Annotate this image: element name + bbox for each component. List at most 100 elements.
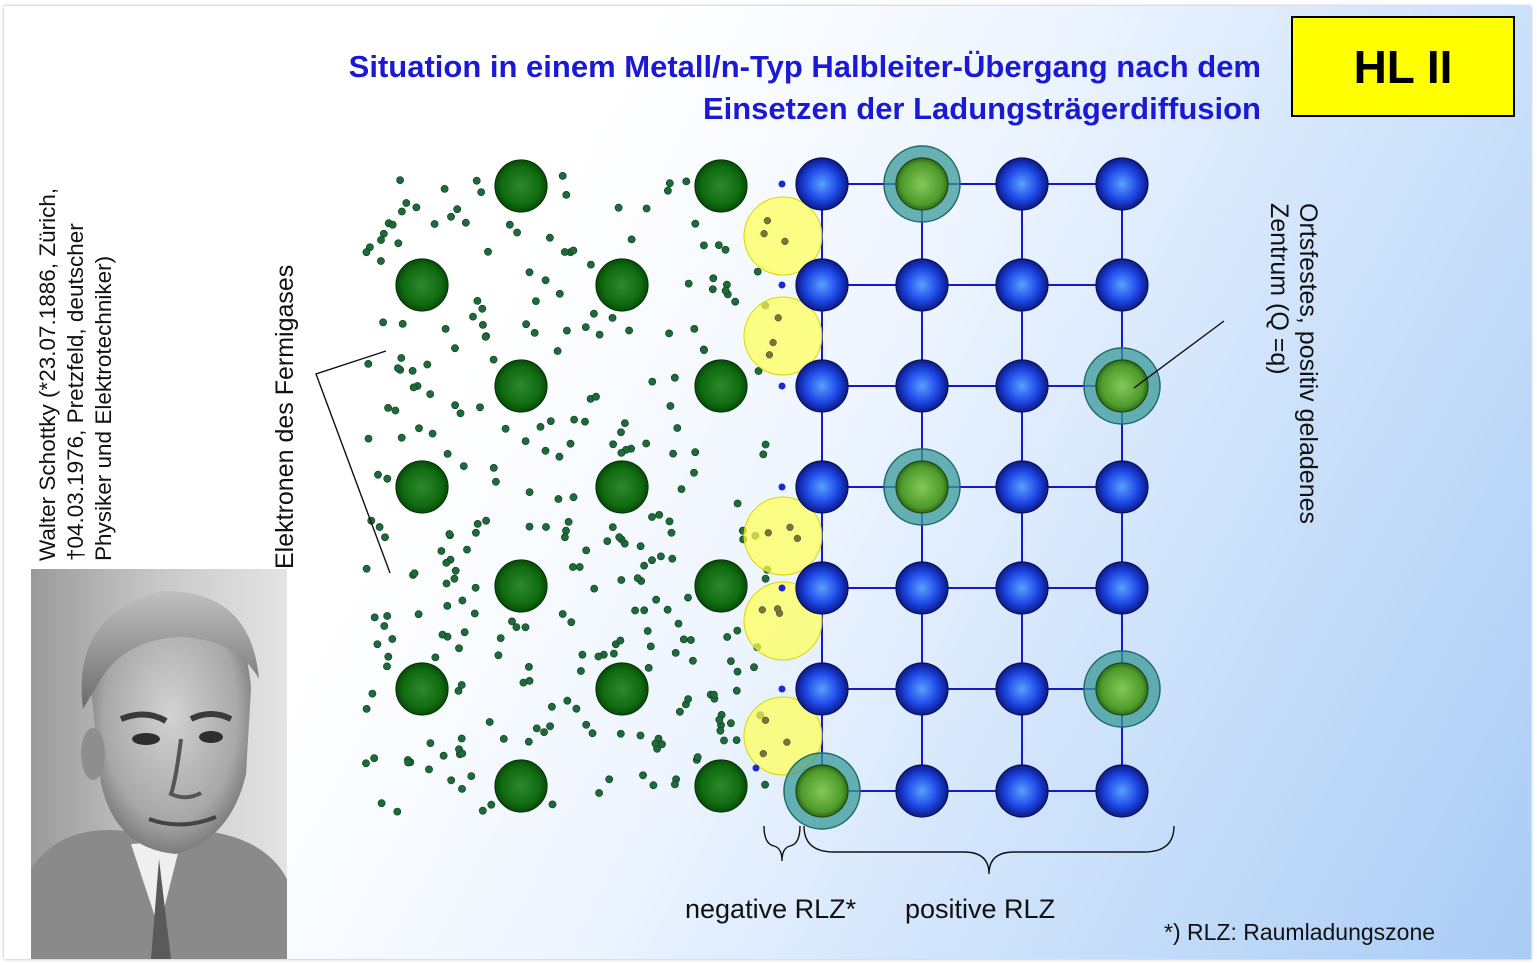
fermi-electron xyxy=(639,771,647,780)
fermi-electron xyxy=(750,663,758,672)
fermi-electron xyxy=(609,440,617,449)
fermi-electron xyxy=(721,245,730,254)
fermi-electron xyxy=(458,749,467,758)
fermi-electron xyxy=(708,285,717,294)
ionized-donor xyxy=(795,764,849,818)
fermi-electron xyxy=(396,176,404,184)
fermi-electron xyxy=(723,633,732,641)
fermi-electron xyxy=(581,323,590,331)
metal-ion xyxy=(395,258,449,312)
fermi-electron xyxy=(658,740,666,749)
semiconductor-atom xyxy=(795,359,849,413)
fermi-electron xyxy=(684,279,693,288)
fermi-electron xyxy=(655,510,664,519)
fermi-electron xyxy=(451,566,460,575)
fermi-electron xyxy=(676,707,684,716)
fermi-electron xyxy=(614,203,623,212)
fermi-electron xyxy=(383,474,392,483)
semiconductor-atom xyxy=(995,359,1049,413)
fermi-electron xyxy=(646,642,655,651)
fermi-electron xyxy=(732,686,741,695)
semiconductor-atom xyxy=(895,258,949,312)
fermi-electron xyxy=(691,448,700,457)
fermi-electron xyxy=(716,726,725,735)
trapped-electron xyxy=(769,338,777,347)
fermi-electron xyxy=(562,190,571,199)
metal-ion xyxy=(395,662,449,716)
fermi-electron xyxy=(714,241,723,249)
fermi-electron xyxy=(388,220,397,229)
fermi-electron xyxy=(649,781,658,790)
fermi-electron xyxy=(409,383,418,392)
fermi-electron xyxy=(532,297,540,305)
fermi-electron xyxy=(721,286,730,295)
fermi-electron xyxy=(674,619,683,628)
fermi-electron xyxy=(642,439,651,448)
fermi-electron xyxy=(489,355,498,364)
metal-ion xyxy=(694,359,748,413)
fermi-electron xyxy=(380,622,389,630)
fermi-electron xyxy=(733,499,742,508)
fermi-electron xyxy=(362,564,371,573)
semiconductor-atom xyxy=(1095,764,1149,818)
fermi-electron xyxy=(640,606,649,615)
fermi-electron xyxy=(727,657,735,665)
semiconductor-atom xyxy=(995,662,1049,716)
fermi-electron xyxy=(437,547,446,555)
fermi-electron xyxy=(525,268,534,277)
fermi-electron xyxy=(664,186,672,195)
fermi-electron xyxy=(513,228,521,237)
semiconductor-atom xyxy=(895,662,949,716)
fermi-electron xyxy=(615,533,624,542)
semiconductor-atom xyxy=(1095,157,1149,211)
fermi-electron xyxy=(558,610,567,618)
fermi-electron xyxy=(370,613,379,622)
fermi-electron xyxy=(648,377,657,386)
fermi-electron xyxy=(478,320,487,329)
fermi-electron xyxy=(451,344,459,353)
fermi-electron xyxy=(482,516,490,525)
fermi-electron xyxy=(426,390,435,398)
fermi-electron xyxy=(616,636,625,645)
fermi-electron xyxy=(648,556,656,565)
fermi-electron xyxy=(684,593,692,602)
fermi-electron xyxy=(665,329,673,338)
fermi-electron xyxy=(588,729,597,738)
fermi-electron xyxy=(370,754,379,763)
negative-rlz-brace xyxy=(763,825,801,862)
metal-ion xyxy=(595,258,649,312)
fermi-electron xyxy=(575,563,584,571)
fermi-electron xyxy=(542,523,550,531)
fermi-electron xyxy=(570,415,578,424)
fermi-electron xyxy=(679,635,688,644)
fermi-electron xyxy=(569,493,578,502)
fermi-electron xyxy=(761,574,770,583)
fermi-electron xyxy=(684,695,692,703)
fermi-electron xyxy=(457,734,466,743)
semiconductor-atom xyxy=(895,764,949,818)
semiconductor-atom xyxy=(795,561,849,615)
fermi-electron xyxy=(425,765,433,774)
fermi-electron xyxy=(677,485,686,493)
fermi-electron xyxy=(440,184,449,193)
fermi-electron xyxy=(590,309,598,318)
fermi-electron xyxy=(393,364,402,372)
semiconductor-atom xyxy=(995,258,1049,312)
metal-ion xyxy=(494,359,548,413)
trapped-electron xyxy=(783,738,791,746)
fermi-electron xyxy=(640,561,648,570)
fermi-electron xyxy=(460,628,469,637)
fermi-electron xyxy=(671,649,680,657)
fermi-electron xyxy=(561,533,569,542)
fermi-electron xyxy=(546,233,554,242)
boundary-electron xyxy=(778,483,786,491)
fermi-electron xyxy=(642,204,651,213)
fermi-electron xyxy=(617,428,625,437)
semiconductor-atom xyxy=(1095,561,1149,615)
fermi-electron xyxy=(668,554,677,563)
fermi-electron xyxy=(397,207,406,216)
fermi-electron xyxy=(546,722,554,731)
fermi-electron xyxy=(566,439,575,448)
fermi-electron xyxy=(453,205,462,214)
fermi-electron xyxy=(408,366,417,375)
